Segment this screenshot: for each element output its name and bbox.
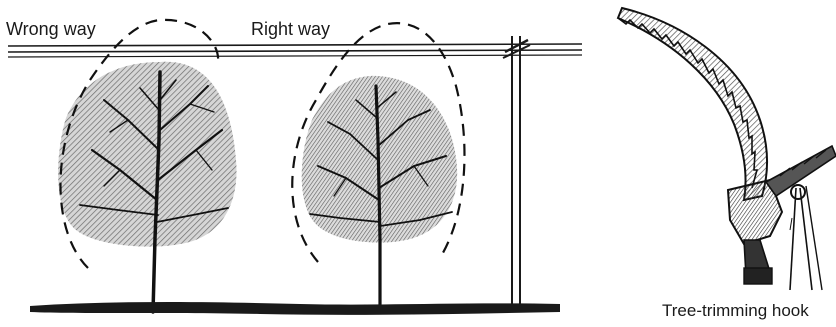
right-way-label: Right way	[251, 20, 330, 38]
wrong-way-label: Wrong way	[6, 20, 96, 38]
ground	[30, 302, 560, 315]
tree-right-way	[292, 23, 464, 310]
saw-blade	[618, 8, 767, 200]
power-lines	[8, 44, 582, 57]
pulley	[791, 185, 805, 199]
utility-pole	[503, 36, 530, 312]
rope-lines	[790, 186, 822, 290]
pruner-arm	[766, 146, 836, 196]
tree-wrong-way	[58, 20, 236, 312]
tree-trimming-hook-label: Tree-trimming hook	[662, 302, 809, 319]
tree-trimming-hook-illustration	[618, 8, 836, 290]
